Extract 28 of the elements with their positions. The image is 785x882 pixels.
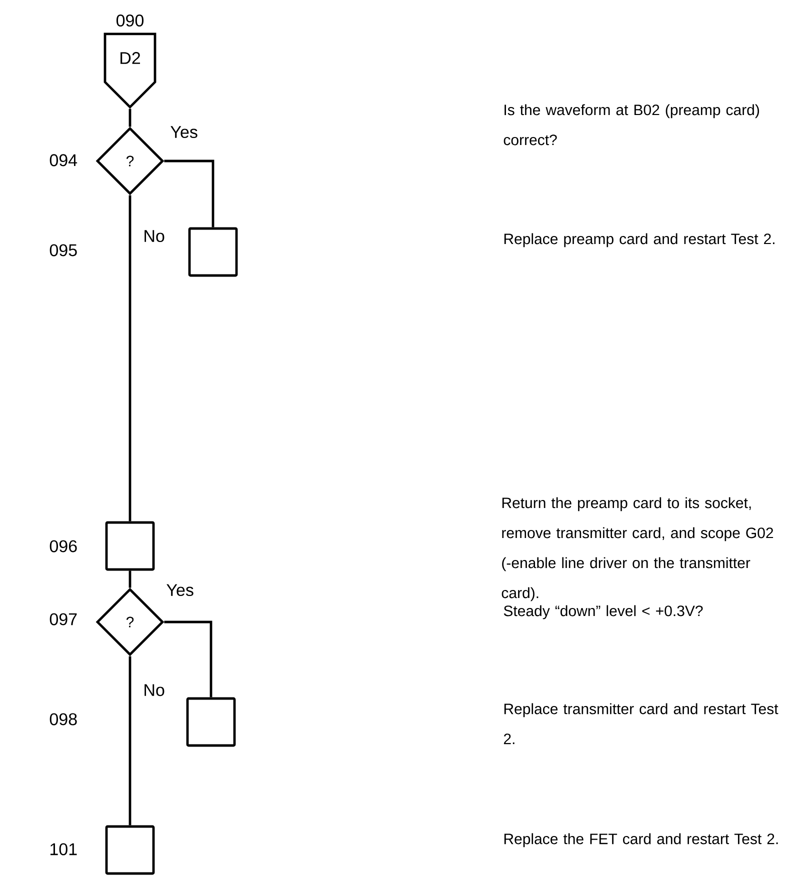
step-description: Steady “down” level < +0.3V? <box>504 605 703 620</box>
edge-label: No <box>142 683 166 698</box>
connector-line <box>128 570 132 588</box>
process-box <box>186 697 236 747</box>
step-description: Replace the FET card and restart Test 2. <box>504 833 778 848</box>
step-number: 090 <box>116 14 144 27</box>
edge-label: No <box>142 229 166 244</box>
step-description: Is the waveform at B02 (preamp card) correct? <box>504 104 759 146</box>
step-number: 095 <box>50 244 77 256</box>
connector-line <box>164 160 214 228</box>
connector-line <box>128 108 132 127</box>
step-number: 096 <box>50 540 77 552</box>
step-number: 101 <box>50 843 77 856</box>
step-description: Return the preamp card to its socket, remove transmitter card, and scope G02 (-enable line driver on the transmitter card). <box>502 497 774 602</box>
step-number: 094 <box>50 154 78 166</box>
edge-label: Yes <box>169 125 199 140</box>
step-number: 098 <box>50 713 77 726</box>
process-box <box>105 825 155 875</box>
step-description: Replace transmitter card and restart Test 2. <box>504 703 778 744</box>
step-number: 097 <box>50 613 77 626</box>
connector-line <box>164 620 212 698</box>
connector-line <box>128 195 132 522</box>
edge-label: Yes <box>165 583 195 598</box>
connector-line <box>128 656 132 826</box>
process-box <box>188 227 238 277</box>
process-box <box>105 521 155 571</box>
offpage-connector: D2 <box>104 32 156 109</box>
step-description: Replace preamp card and restart Test 2. <box>504 233 774 248</box>
